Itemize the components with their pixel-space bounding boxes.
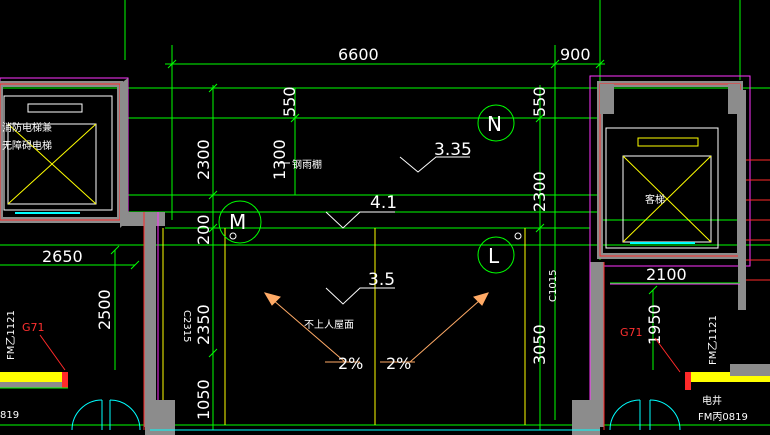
dimension-900: 900 [560,45,591,64]
left-bottom-doors [0,372,141,431]
top-dimension-line [165,59,605,69]
dimension-right-550: 550 [530,86,549,117]
roof-note-label: 不上人屋面 [304,319,354,331]
right-dimension-chain [535,88,545,425]
dimension-2650: 2650 [42,247,83,266]
shaft-label: 电井 [702,394,722,407]
center-lines [162,228,526,425]
left-elevator-label-2: 无障碍电梯 [2,139,52,152]
slope-left-label: 2% [338,354,363,373]
level-marker-3-5 [325,287,395,305]
dimension-left-2350: 2350 [194,304,213,345]
left-elevator-label-1: 消防电梯兼 [2,121,52,134]
dimension-left-200: 200 [194,214,213,245]
small-circle-marker-m [229,232,237,240]
slope-right-label: 2% [386,354,411,373]
column-label-right: C1015 [548,270,559,302]
column-label-left: C2315 [181,310,192,342]
edge-code-label: 819 [0,410,19,421]
axis-bubble-m[interactable]: M [218,200,262,244]
slope-arrow-right [380,292,489,363]
level-3-5: 3.5 [368,270,395,290]
axis-label-m: M [229,210,246,234]
left-walls [120,212,175,435]
slope-arrow-left [263,292,360,363]
mark-leader-left [39,334,66,371]
dimension-left-1050: 1050 [194,379,213,420]
axis-label-n: N [487,112,502,136]
dimension-right-3050: 3050 [530,324,549,365]
small-circle-marker [514,232,522,240]
dimension-6600: 6600 [338,45,379,64]
door-label-right: FM乙1121 [707,315,719,365]
dimension-2500: 2500 [95,289,114,330]
axis-label-l: L [488,244,500,268]
mark-label-left: G71 [22,321,45,334]
right-bottom-shaft [609,364,770,431]
axis-bubble-l[interactable]: L [477,236,515,274]
level-marker-4-1 [325,211,395,229]
shaft-door-label: FM丙0819 [698,412,748,423]
left-dimension-chain [208,83,300,425]
left-elevator-block [0,77,129,228]
dimension-left-2300: 2300 [194,139,213,180]
right-room-dimensions [610,282,740,370]
right-stair-treads [738,90,770,310]
dimension-left-550: 550 [280,86,299,117]
right-elevator-block [589,75,751,267]
mark-label-right: G71 [620,326,643,339]
guest-elevator-label: 客梯 [645,193,665,206]
dimension-2100: 2100 [646,265,687,284]
dimension-left-1300: 1300 [270,139,289,180]
left-room-dimensions [0,245,140,370]
level-3-35: 3.35 [434,140,472,160]
right-walls [572,262,740,435]
door-label-left: FM乙1121 [5,310,17,360]
axis-bubble-n[interactable]: N [477,104,515,142]
steel-canopy-label: 钢雨棚 [292,158,322,171]
level-marker-3-35 [399,156,470,173]
dimension-right-2300: 2300 [530,171,549,212]
dimension-1950: 1950 [645,304,664,345]
level-4-1: 4.1 [370,193,397,213]
mark-leader-right [654,337,681,373]
